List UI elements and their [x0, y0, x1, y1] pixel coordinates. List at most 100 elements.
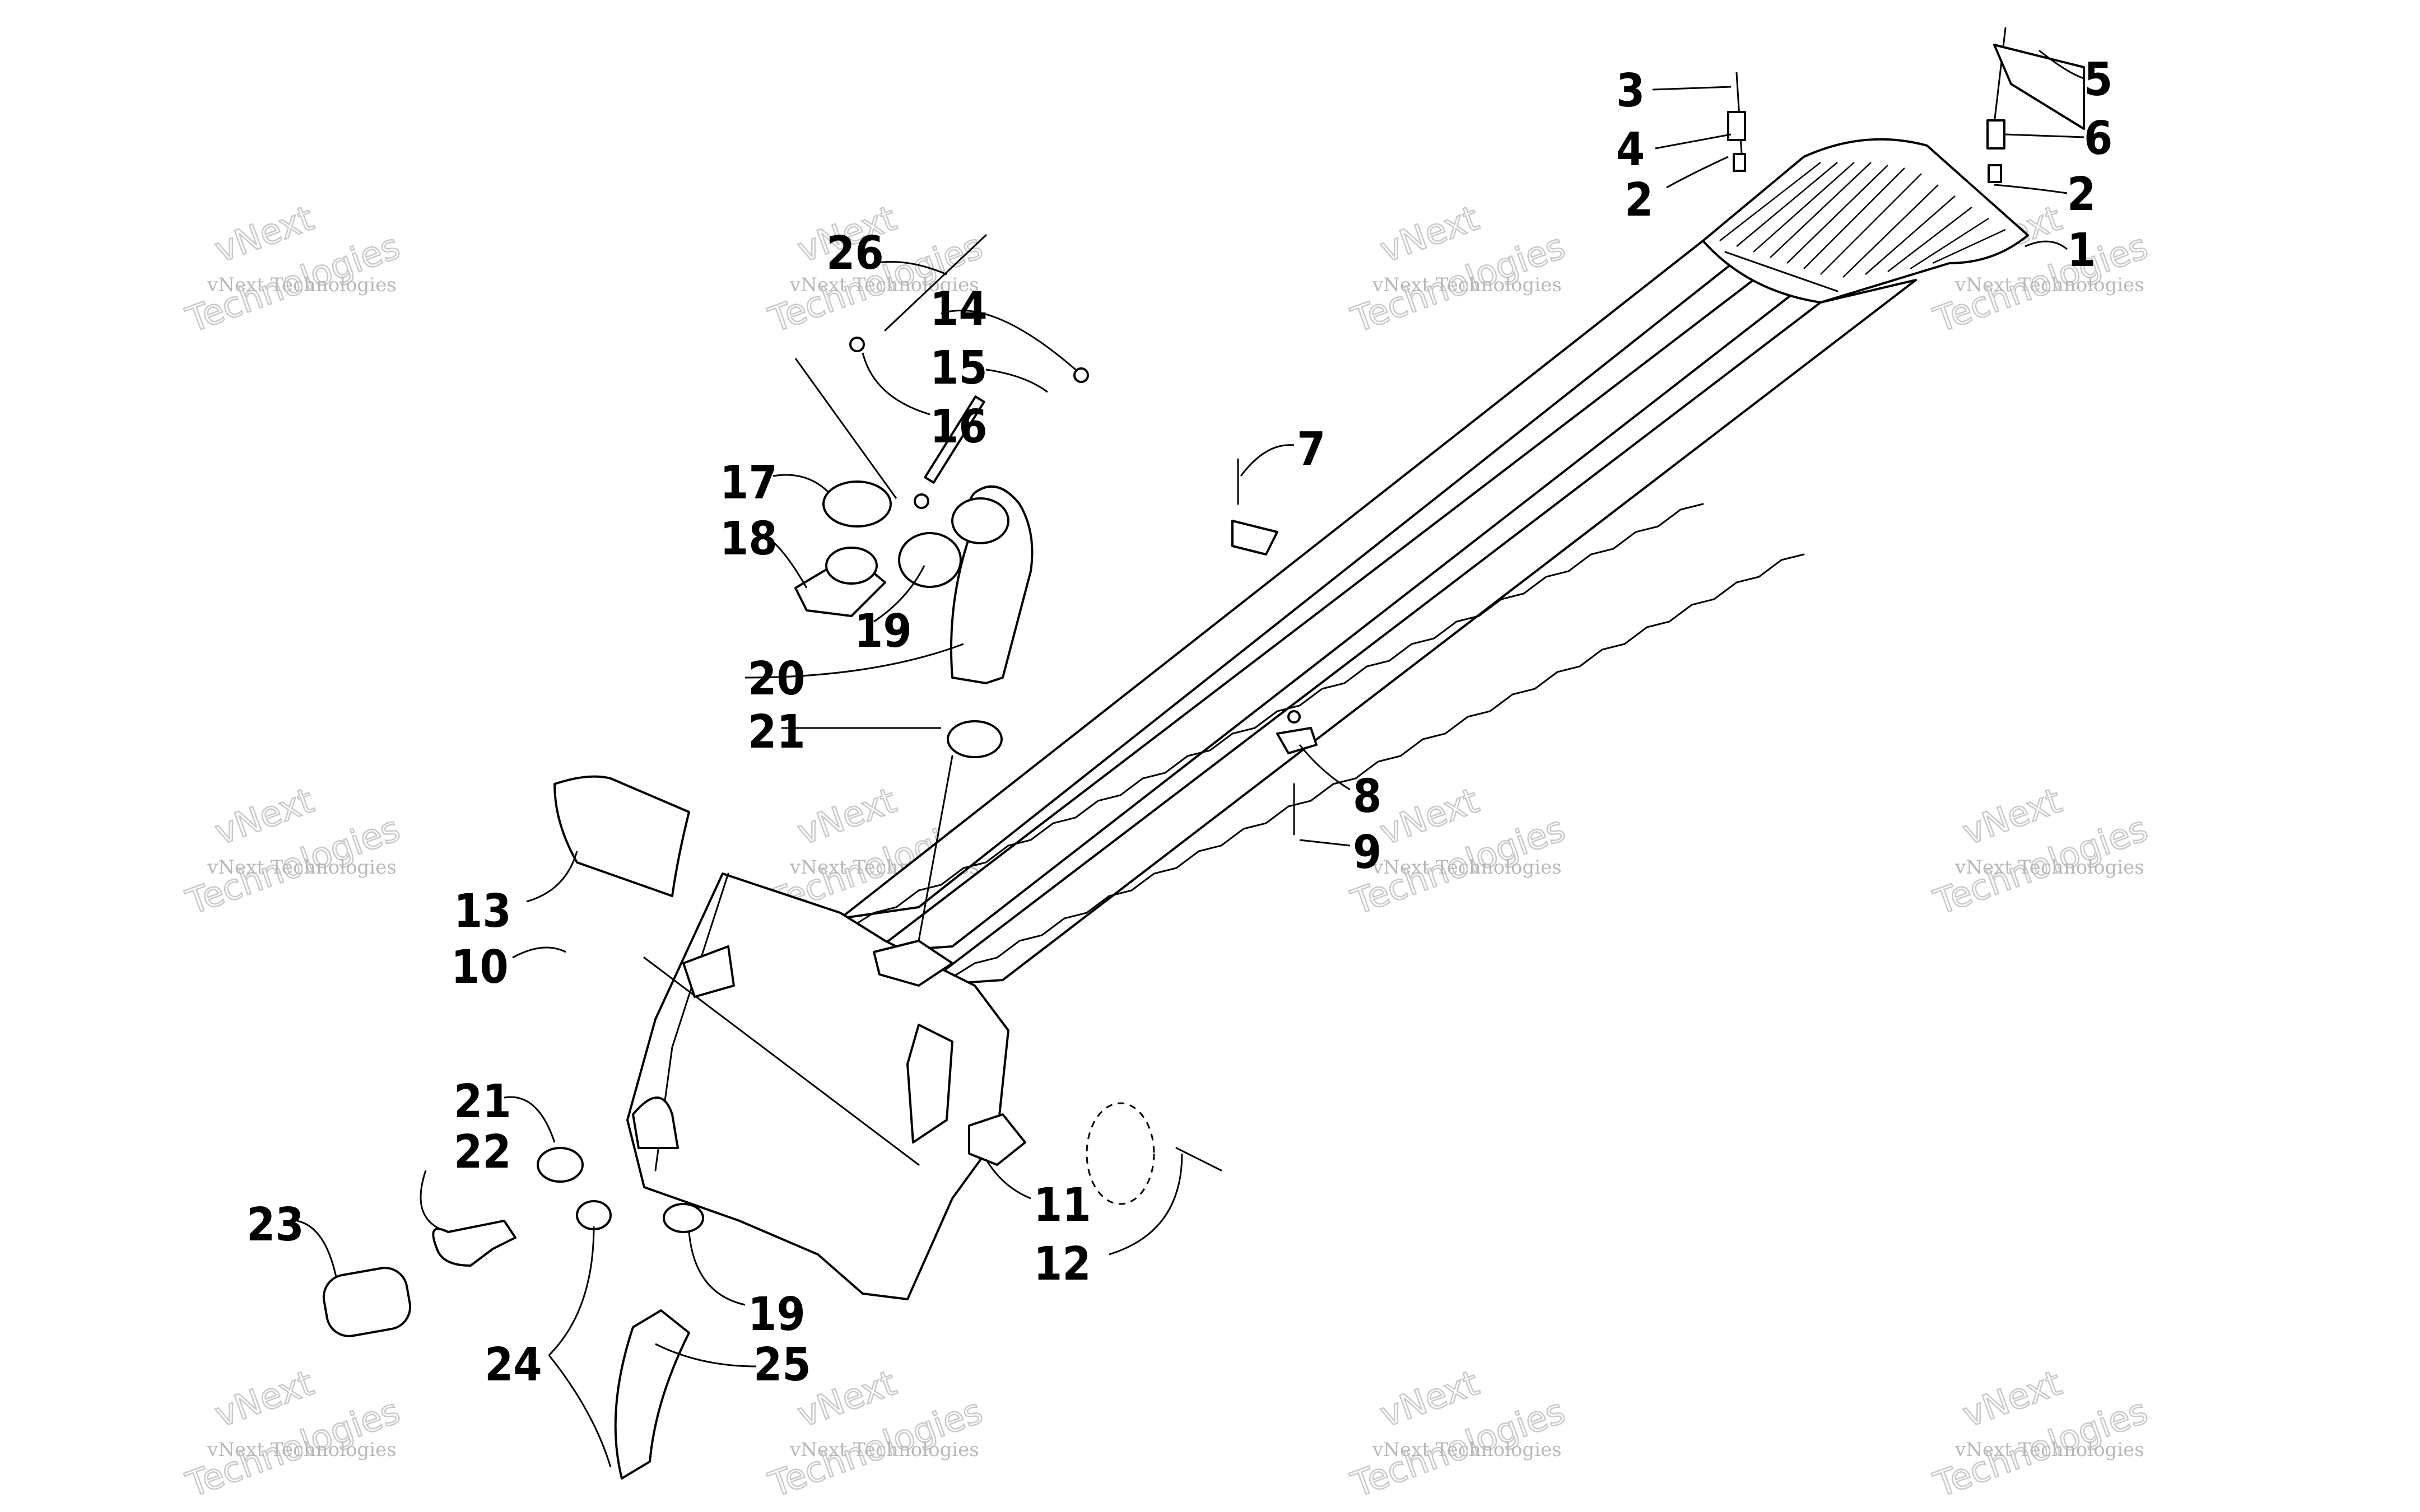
hose-clamp	[947, 720, 1003, 758]
outlet-fitting	[632, 1096, 679, 1149]
side-bracket	[906, 1024, 953, 1144]
rear-heat-exchanger	[1702, 138, 2029, 304]
leader-line-23	[296, 1220, 337, 1277]
watermark-text: vNext Technologies	[1372, 1439, 1562, 1461]
hose-clamp	[576, 1200, 612, 1230]
rear-heat-exchanger-body	[1702, 138, 2029, 304]
leader-line-2b	[1994, 184, 2068, 194]
tie-line	[643, 956, 920, 1166]
leader-line-26	[873, 261, 947, 276]
front-heat-exchanger	[626, 872, 1009, 1300]
callout-3: 3	[1616, 64, 1645, 118]
watermark-text: vNext Technologies	[1372, 274, 1562, 296]
callout-21: 21	[454, 1075, 511, 1128]
overflow-assembly	[849, 234, 1089, 509]
filler-assembly	[794, 480, 892, 617]
nut	[1733, 153, 1746, 172]
leader-line-3	[1652, 86, 1732, 91]
leader-line-19a	[873, 565, 925, 623]
leader-line-8	[1299, 744, 1351, 791]
leader-line-21b	[504, 1096, 556, 1143]
watermark-text: vNext Technologies	[207, 274, 397, 296]
callout-21: 21	[748, 706, 806, 759]
callout-24: 24	[485, 1338, 542, 1392]
hose-end	[951, 497, 1009, 544]
rib-line	[1803, 167, 1905, 269]
callout-16: 16	[930, 400, 988, 454]
leader-line-16b	[862, 352, 930, 416]
hose-clamp	[898, 532, 962, 588]
mount-dashed-outline	[1086, 1102, 1155, 1205]
callout-13: 13	[454, 885, 511, 938]
leader-line-15	[985, 368, 1048, 393]
callout-11: 11	[1034, 1179, 1091, 1232]
heat-exchanger-lower-plate	[923, 279, 1917, 987]
callout-26: 26	[826, 227, 884, 280]
leader-line-17	[772, 474, 830, 494]
coupling-sleeve	[322, 1267, 412, 1337]
callout-17: 17	[720, 456, 778, 510]
leader-line-4	[1655, 133, 1732, 150]
callout-2: 2	[1625, 174, 1653, 227]
mount-plate	[968, 1113, 1026, 1166]
callout-20: 20	[748, 652, 806, 706]
watermark-text: vNext Technologies	[1954, 856, 2144, 879]
rib-divider	[1724, 251, 1839, 292]
callout-18: 18	[720, 512, 778, 566]
leader-line-24a	[548, 1226, 595, 1356]
clip-plate	[1276, 727, 1318, 754]
fill-neck	[873, 940, 953, 987]
leader-line-13	[526, 851, 578, 903]
leader-line-19b	[688, 1231, 746, 1306]
spacer	[1727, 111, 1746, 141]
hose-clamp	[663, 1203, 704, 1233]
rib-line	[1753, 162, 1855, 253]
leader-line-14	[941, 309, 1076, 371]
lower-hoses	[322, 1147, 704, 1480]
callout-19: 19	[854, 605, 912, 658]
rib-line	[1786, 165, 1888, 264]
clamp-ring	[1073, 367, 1089, 383]
callout-6: 6	[2084, 112, 2112, 165]
watermark-text: vNext Technologies	[1372, 856, 1562, 879]
callout-22: 22	[454, 1126, 511, 1179]
overflow-tube	[924, 395, 985, 484]
callout-7: 7	[1297, 423, 1325, 476]
overflow-rod	[884, 234, 987, 332]
callout-5: 5	[2084, 53, 2112, 106]
rail-notch-line	[951, 553, 1805, 978]
nut	[1287, 710, 1301, 724]
rib-line	[1770, 162, 1872, 258]
callout-14: 14	[930, 283, 988, 336]
rib-line	[1932, 228, 2006, 264]
watermark-text: vNext Technologies	[207, 1439, 397, 1461]
watermark-text: vNext Technologies	[1954, 1439, 2144, 1461]
rib-line	[1887, 207, 1972, 272]
radiator-cap	[822, 480, 892, 528]
hose-clamp	[537, 1147, 584, 1183]
side-mount	[968, 1102, 1222, 1205]
filler-opening	[825, 547, 878, 585]
leader-line-7	[1240, 444, 1295, 477]
screw-shaft	[1175, 1147, 1222, 1172]
rib-line	[1842, 184, 1939, 278]
center-fasteners	[1231, 458, 1318, 836]
rib-line	[1820, 173, 1922, 275]
nut	[1988, 164, 2002, 183]
leader-line-9	[1299, 839, 1351, 847]
callout-15: 15	[930, 342, 988, 395]
leader-line-11	[985, 1159, 1031, 1200]
callout-12: 12	[1034, 1238, 1091, 1291]
leader-line-20	[744, 643, 964, 679]
callout-8: 8	[1353, 770, 1381, 823]
part-drawings	[322, 27, 2085, 1480]
leader-lines	[296, 49, 2084, 1468]
watermark-text: vNext Technologies	[1954, 274, 2144, 296]
watermark-text: vNext Technologies	[207, 856, 397, 879]
callout-2: 2	[2067, 168, 2096, 221]
callout-labels: 1 2 2 3 4 5 6 7 8 9 10 11 12 13 14 15 16…	[246, 53, 2112, 1392]
mount-tab	[682, 945, 735, 998]
leader-line-10	[512, 946, 566, 959]
rib-line	[1910, 217, 1989, 270]
